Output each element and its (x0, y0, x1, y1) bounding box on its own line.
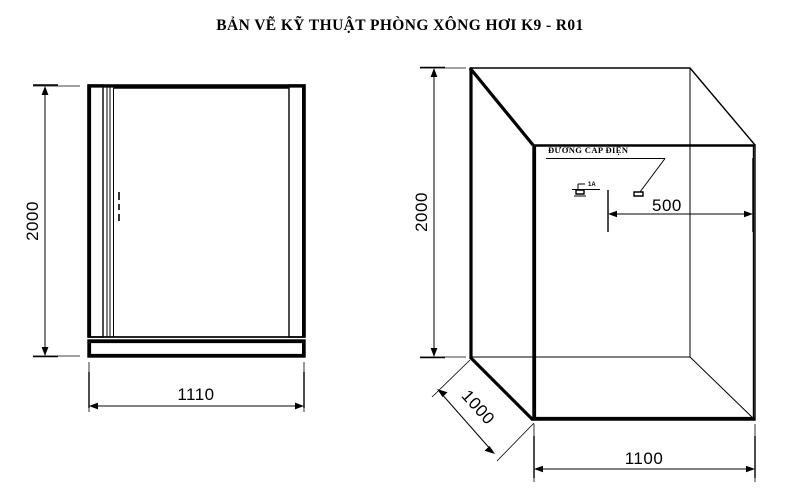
iso-depth-ext-lower (496, 422, 535, 462)
front-height-arrow-bottom (41, 347, 49, 356)
iso-cable-offset-dimension: 500 (607, 158, 754, 232)
cable-leader-line (639, 158, 666, 193)
iso-depth-label: 1000 (458, 386, 499, 428)
offset-label: 500 (652, 196, 682, 215)
front-elevation-view: 2000 1110 (23, 84, 306, 412)
front-height-dimension: 2000 (23, 84, 80, 358)
iso-width-label: 1100 (625, 449, 664, 468)
outlet-body-symbol (575, 189, 585, 195)
front-width-arrow-right (295, 402, 304, 410)
iso-height-label: 2000 (412, 192, 431, 232)
offset-arrow-left (608, 210, 617, 218)
offset-arrow-right (744, 210, 753, 218)
iso-receding-edge-top-right (689, 67, 756, 146)
page-title: BẢN VẼ KỸ THUẬT PHÒNG XÔNG HƠI K9 - R01 (216, 17, 584, 34)
front-height-label: 2000 (23, 201, 42, 241)
iso-depth-dim-line (439, 391, 493, 452)
iso-depth-arrow-upper (437, 389, 448, 397)
outlet-amp-label: 1A (588, 182, 596, 188)
front-height-arrow-top (41, 86, 49, 95)
cable-note-label: ĐƯỜNG CÁP ĐIỆN (548, 145, 629, 155)
iso-width-arrow-right (746, 465, 755, 473)
front-width-arrow-left (89, 402, 98, 410)
front-width-dimension: 1110 (88, 362, 305, 412)
iso-height-arrow-bottom (430, 348, 438, 357)
iso-outlet-symbol-group: 1A (572, 182, 600, 197)
iso-receding-edge-bottom-left (468, 355, 535, 422)
iso-height-dimension: 2000 (412, 66, 466, 359)
cable-outlet-symbol (633, 191, 644, 197)
isometric-view: ĐƯỜNG CÁP ĐIỆN 1A (412, 66, 756, 482)
front-cabinet-outline (87, 84, 306, 338)
iso-cable-annotation: ĐƯỜNG CÁP ĐIỆN 1A (546, 145, 666, 197)
iso-height-arrow-top (430, 68, 438, 77)
iso-depth-dimension: 1000 (431, 359, 535, 462)
iso-receding-edge-bottom-right (689, 356, 756, 421)
iso-depth-arrow-lower (484, 446, 495, 454)
iso-depth-ext-upper (431, 359, 471, 398)
iso-width-arrow-left (534, 465, 543, 473)
iso-receding-edge-top-left (468, 66, 535, 147)
iso-width-dimension: 1100 (533, 424, 756, 482)
front-width-label: 1110 (177, 385, 214, 404)
